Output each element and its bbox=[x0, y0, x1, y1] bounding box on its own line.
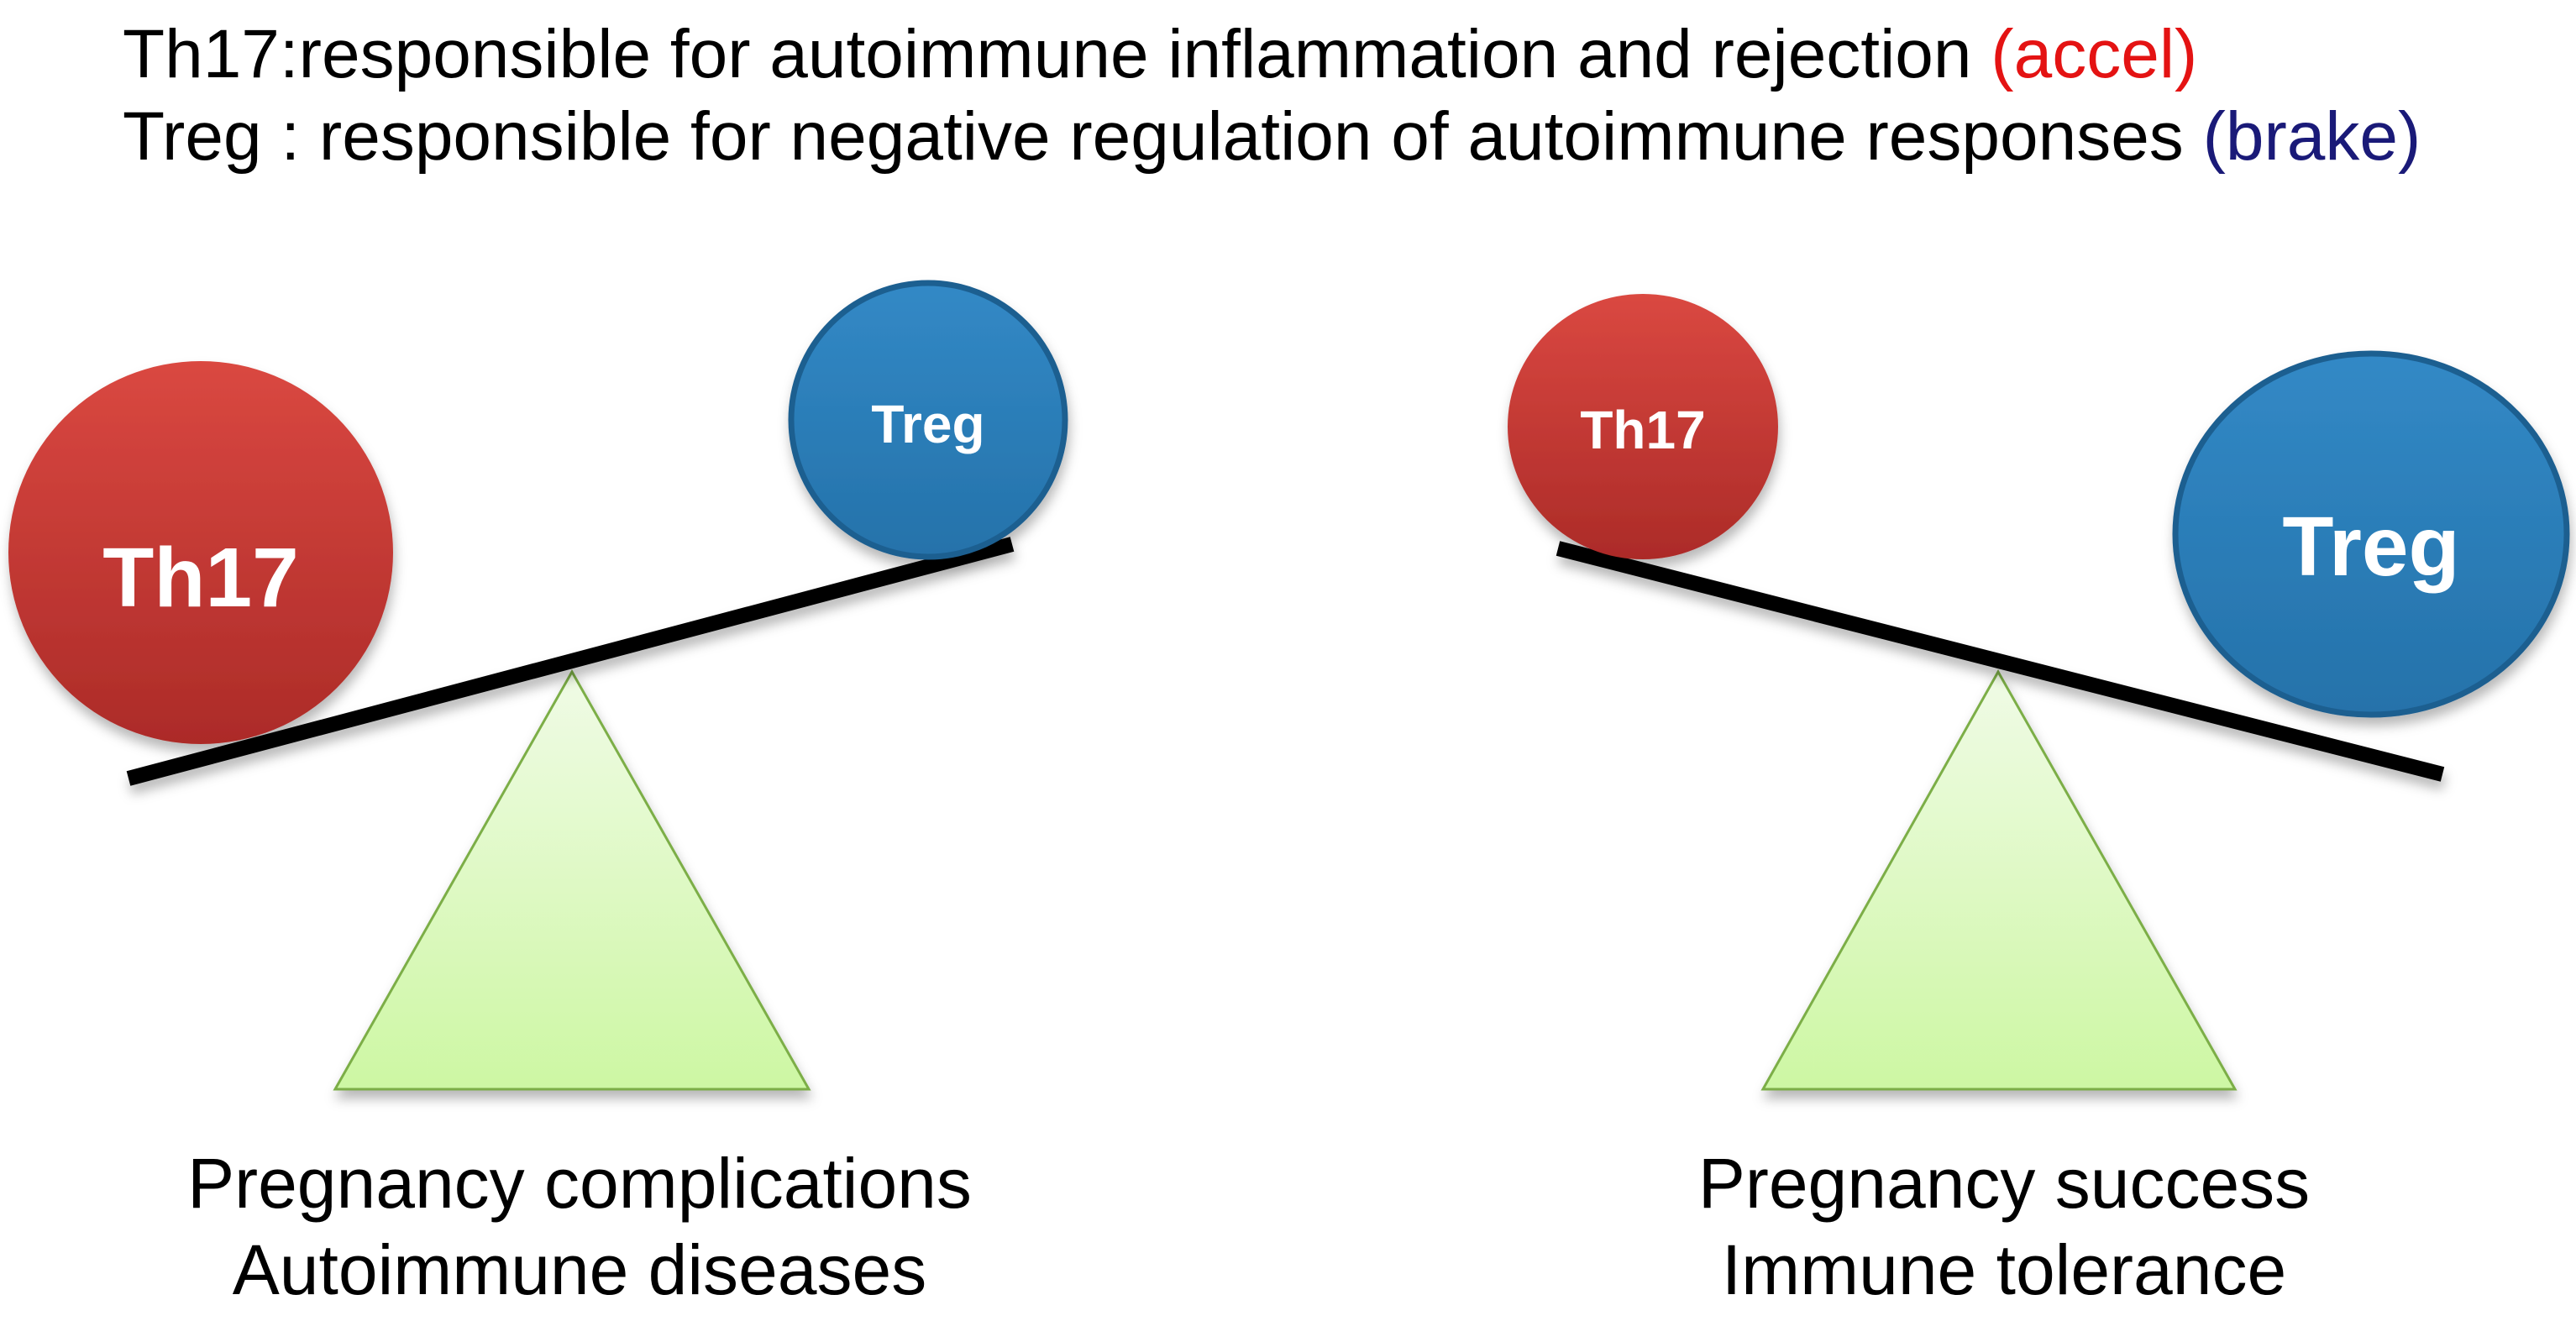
left-fulcrum-triangle bbox=[333, 668, 811, 1091]
right-caption-line-1: Pregnancy success bbox=[1697, 1144, 2311, 1223]
right-th17-ball-label: Th17 bbox=[1580, 400, 1705, 460]
title-line-th17-text: Th17:responsible for autoimmune inflamma… bbox=[123, 16, 1991, 92]
right-fulcrum-triangle bbox=[1760, 668, 2238, 1091]
left-caption-line-1: Pregnancy complications bbox=[187, 1144, 972, 1223]
left-caption-line-2: Autoimmune diseases bbox=[232, 1230, 927, 1309]
title-line-th17: Th17:responsible for autoimmune inflamma… bbox=[123, 13, 2421, 96]
right-treg-ball-label: Treg bbox=[2282, 500, 2459, 594]
right-th17-ball bbox=[1508, 294, 1778, 559]
left-seesaw: Th17 Treg bbox=[8, 280, 1068, 1091]
brake-highlight: (brake) bbox=[2202, 98, 2421, 175]
left-caption: Pregnancy complications Autoimmune disea… bbox=[187, 1140, 972, 1313]
title-block: Th17:responsible for autoimmune inflamma… bbox=[123, 13, 2421, 178]
right-seesaw-plank bbox=[1556, 541, 2445, 782]
title-line-treg-text: Treg : responsible for negative regulati… bbox=[123, 98, 2203, 175]
right-caption-line-2: Immune tolerance bbox=[1721, 1230, 2287, 1309]
right-treg-ball bbox=[2172, 350, 2570, 718]
left-th17-ball-label: Th17 bbox=[102, 531, 298, 625]
right-caption: Pregnancy success Immune tolerance bbox=[1698, 1140, 2310, 1313]
title-line-treg: Treg : responsible for negative regulati… bbox=[123, 96, 2421, 178]
left-th17-ball bbox=[8, 361, 393, 744]
left-treg-ball-label: Treg bbox=[871, 394, 984, 454]
left-treg-ball bbox=[788, 280, 1068, 560]
accel-highlight: (accel) bbox=[1991, 16, 2198, 92]
left-seesaw-plank bbox=[126, 537, 1015, 786]
right-seesaw: Th17 Treg bbox=[1508, 294, 2570, 1091]
